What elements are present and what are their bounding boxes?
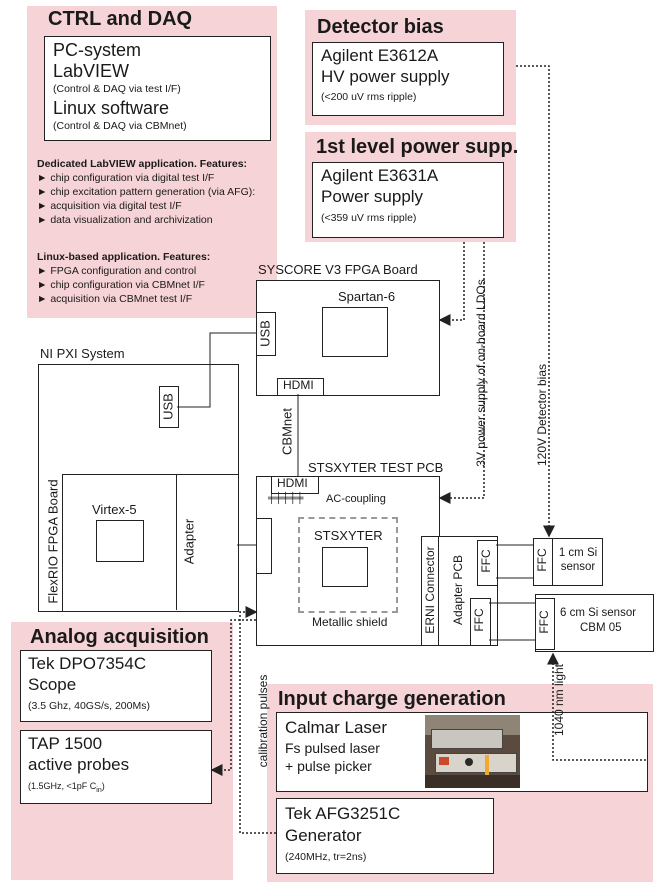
ac-coupling-icon: ╪╪╪╪╪ [268,493,304,504]
probes-type: active probes [28,755,130,774]
feature-item: ► data visualization and archivization [37,214,213,226]
linux-features-heading: Linux-based application. Features: [37,251,211,263]
linux-software-note: (Control & DAQ via CBMnet) [53,120,187,132]
detector-bias-title: Detector bias [317,16,444,38]
hv-supply-ripple: (<200 uV rms ripple) [321,91,417,103]
scope-model: Tek DPO7354C [28,654,147,673]
sensor-1cm-label: 1 cm Si sensor [558,547,598,573]
ldo-supply-label: 3V power supply of on-board LDOs [474,279,488,467]
probes-box: TAP 1500 active probes (1.5GHz, <1pF Cin… [20,730,212,804]
detector-bias-label: 120V Detector bias [535,363,549,467]
generator-specs: (240MHz, tr=2ns) [285,851,367,863]
adapter-ffc-top [477,540,498,586]
laser-picker: + pulse picker [285,758,372,774]
laser-type: Fs pulsed laser [285,740,380,756]
sensor-6cm-label: 6 cm Si sensor [560,607,637,619]
power-supply-model: Agilent E3631A [321,166,439,185]
test-pcb-hdmi-label: HDMI [277,476,308,490]
ldo-supply-line [438,242,465,326]
calibration-label: calibration pulses [256,674,270,768]
virtex-label: Virtex-5 [92,502,137,517]
feature-item: ► chip configuration via CBMnet I/F [37,279,205,291]
syscore-usb-port [256,312,276,356]
probes-specs: (1.5GHz, <1pF Cin) [28,781,105,794]
calibration-line-pcb [239,606,276,834]
sensor-6cm-ffc [535,598,555,650]
input-charge-title: Input charge generation [278,688,506,710]
labview-label: LabVIEW [53,61,130,81]
pcb-supply-line [438,242,485,504]
power-supply-type: Power supply [321,187,424,206]
feature-item: ► acquisition via digital test I/F [37,200,182,212]
syscore-title: SYSCORE V3 FPGA Board [258,262,418,277]
adapter-divider [176,474,177,610]
flexrio-divider [62,474,63,610]
metallic-shield [298,517,398,613]
feature-item: ► acquisition via CBMnet test I/F [37,293,193,305]
scope-specs: (3.5 Ghz, 40GS/s, 200Ms) [28,700,150,712]
usb-link [177,332,256,408]
power-supply-title: 1st level power supp. [316,136,519,158]
labview-features-heading: Dedicated LabVIEW application. Features: [37,158,248,170]
laser-model: Calmar Laser [285,718,388,737]
feature-item: ► chip excitation pattern generation (vi… [37,186,256,198]
probes-model: TAP 1500 [28,734,103,753]
generator-type: Generator [285,826,362,845]
test-pcb-title: STSXYTER TEST PCB [308,460,444,475]
hv-supply-model: Agilent E3612A [321,46,439,65]
scope-type: Scope [28,675,77,694]
sensor-1cm-ffc [533,538,553,586]
linux-software-label: Linux software [53,98,170,118]
calibration-line-probes [210,619,256,776]
flexrio-board [62,474,239,612]
test-pcb-side-connector [256,518,272,574]
labview-features: Dedicated LabVIEW application. Features:… [37,157,277,227]
syscore-hdmi-port [277,378,324,396]
analog-acquisition-title: Analog acquisition [30,626,209,648]
spartan-label: Spartan-6 [338,289,396,304]
laser-light-line [547,652,646,761]
ac-coupling-label: AC-coupling [326,493,386,505]
stsxyter-label: STSXYTER [314,528,383,543]
pc-system-label: PC-system [53,40,142,60]
power-supply-ripple: (<359 uV rms ripple) [321,212,417,224]
pxi-title: NI PXI System [40,346,125,361]
syscore-hdmi-label: HDMI [283,378,314,392]
laser-light-label: 1040 nm light [552,663,566,737]
virtex-chip [96,520,144,562]
stsxyter-chip [322,547,368,587]
detector-bias-line [516,65,555,538]
sensor-6cm-model: CBM 05 [580,622,622,634]
feature-item: ► FPGA configuration and control [37,265,197,277]
laser-photo [425,715,520,788]
adapter-ffc-bottom [470,598,491,646]
ctrl-daq-title: CTRL and DAQ [48,8,193,30]
scope-box: Tek DPO7354C Scope (3.5 Ghz, 40GS/s, 200… [20,650,212,722]
labview-note: (Control & DAQ via test I/F) [53,83,181,95]
feature-item: ► chip configuration via digital test I/… [37,172,215,184]
pc-system-box: PC-system LabVIEW (Control & DAQ via tes… [44,36,271,141]
metallic-shield-label: Metallic shield [312,615,388,629]
hv-supply-type: HV power supply [321,67,450,86]
generator-box: Tek AFG3251C Generator (240MHz, tr=2ns) [276,798,494,874]
spartan-chip [322,307,388,357]
power-supply-box: Agilent E3631A Power supply (<359 uV rms… [312,162,504,238]
hv-supply-box: Agilent E3612A HV power supply (<200 uV … [312,42,504,116]
generator-model: Tek AFG3251C [285,804,401,823]
linux-features: Linux-based application. Features: ► FPG… [37,250,277,306]
test-pcb-hdmi-port [271,476,319,494]
